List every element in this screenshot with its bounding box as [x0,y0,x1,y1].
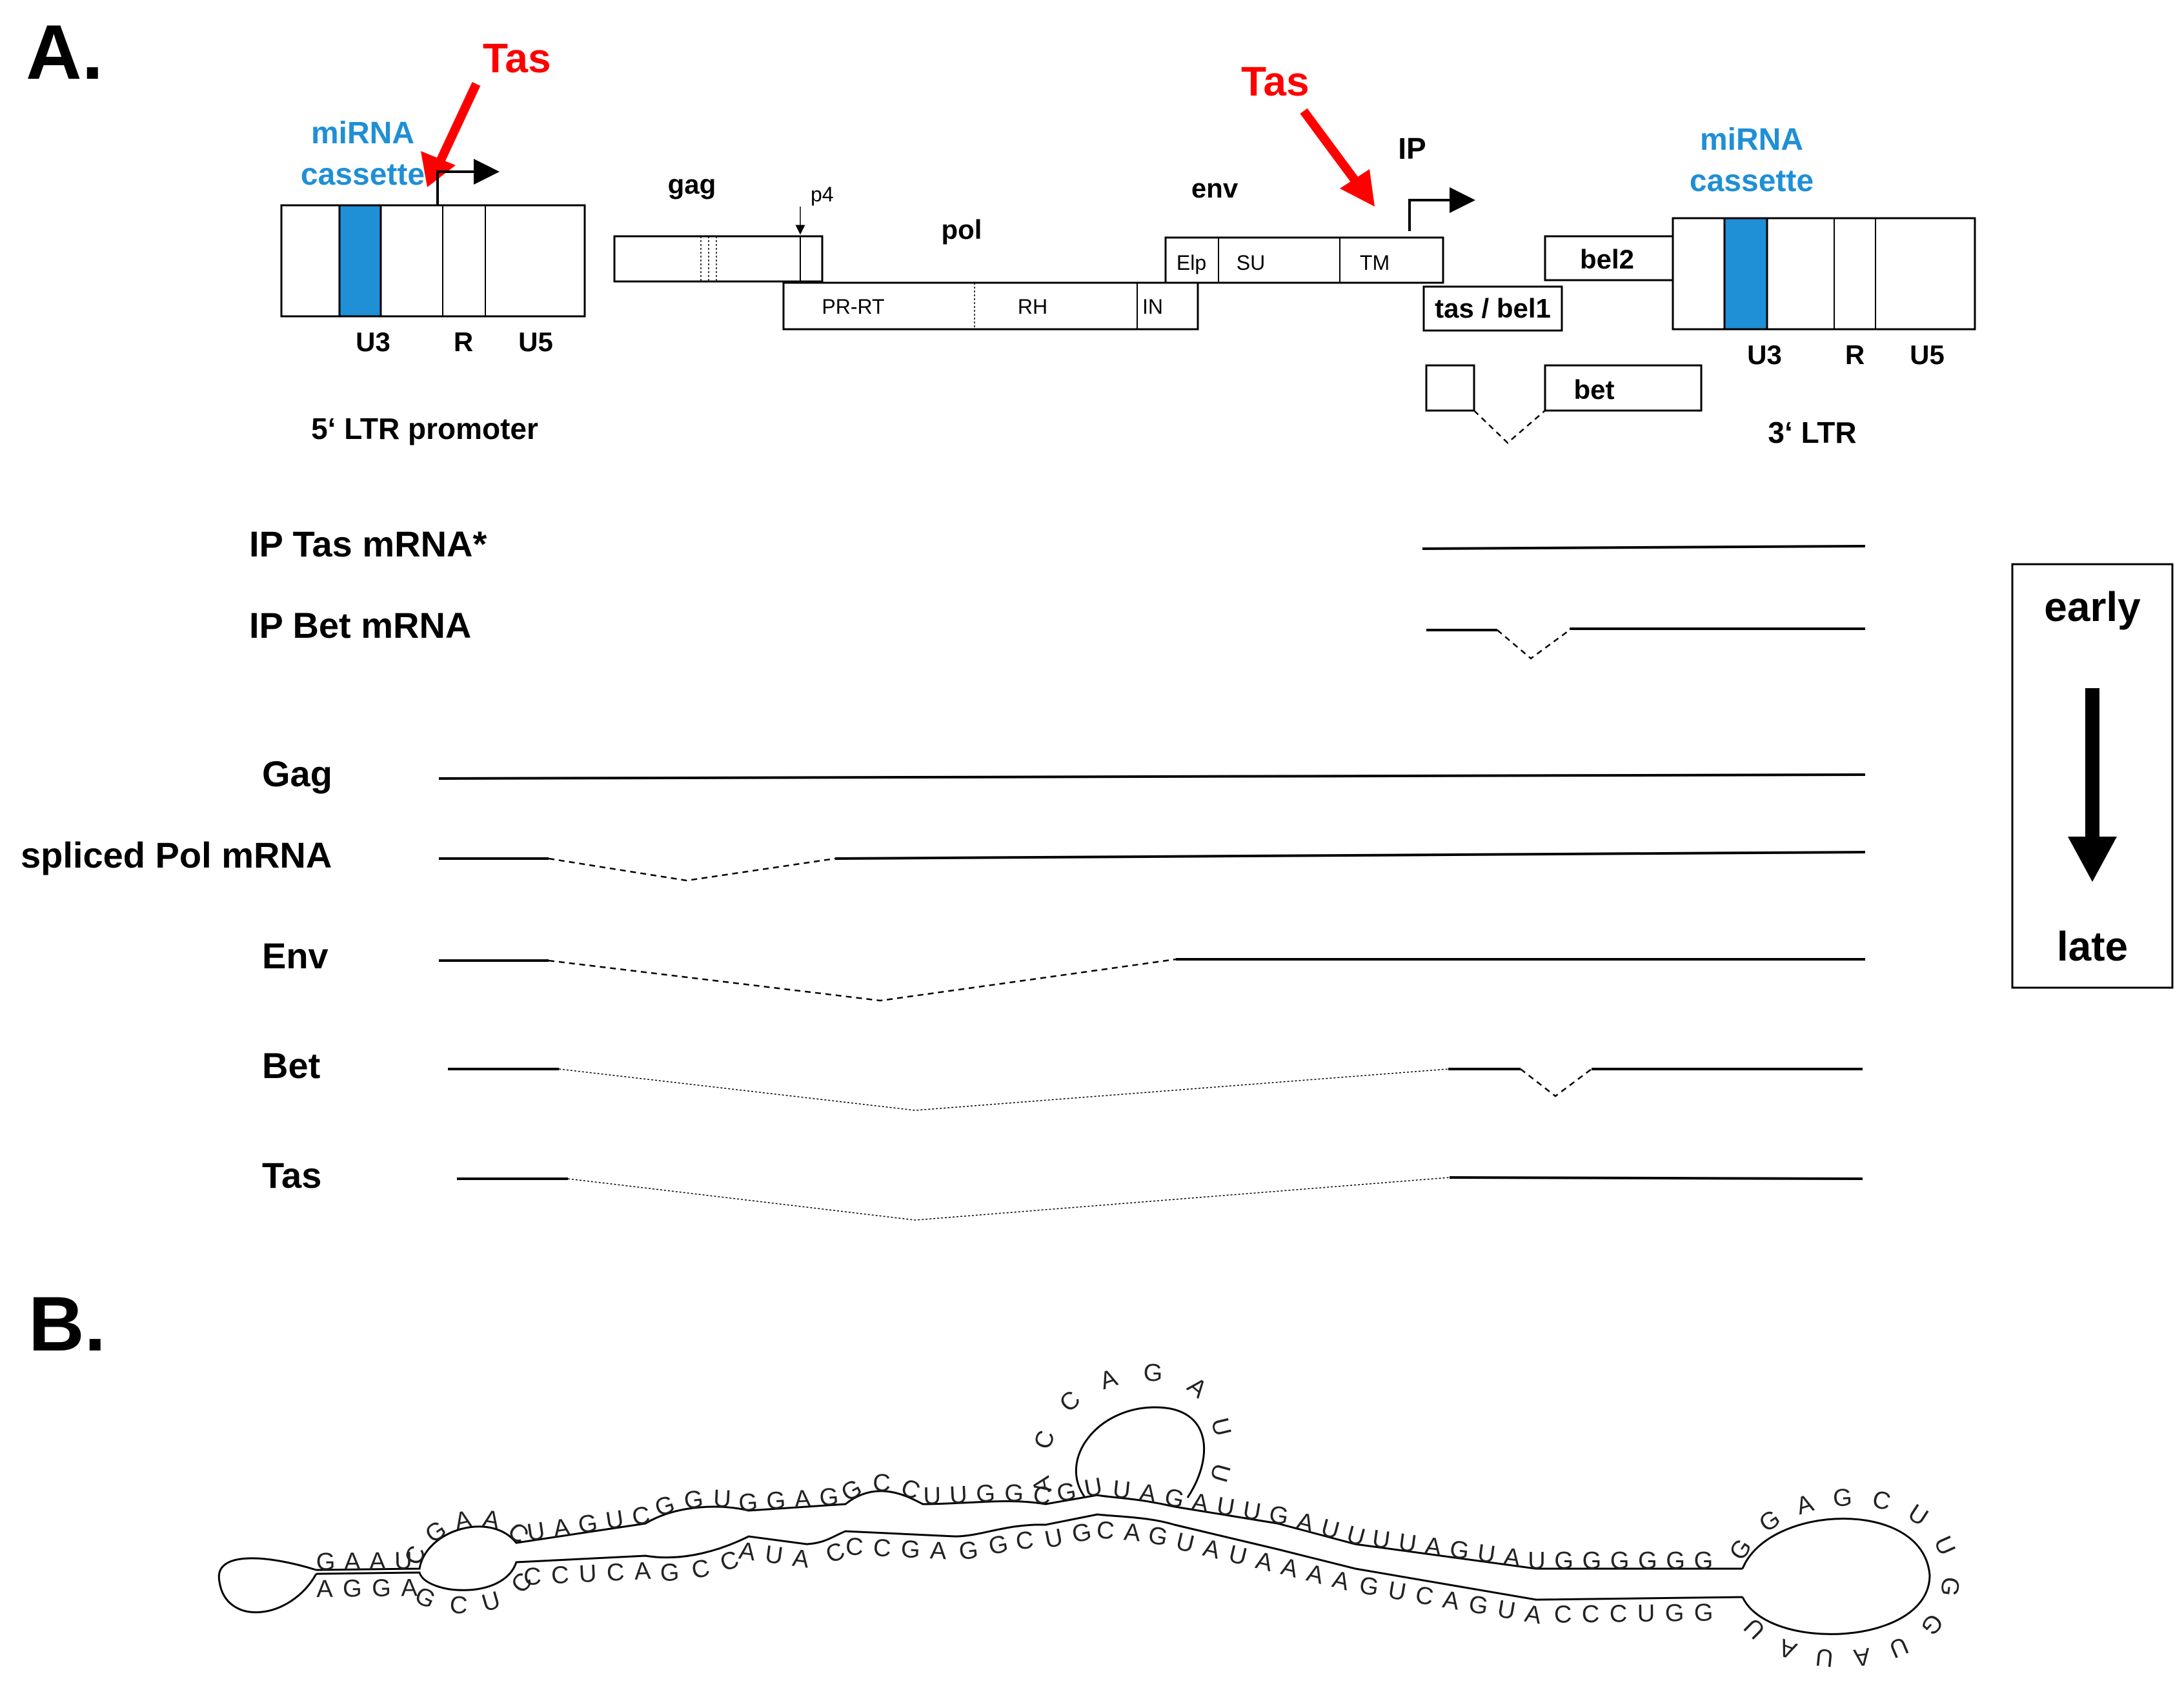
transcript-gag-line [438,773,1866,780]
ltr3-caption: 3‘ LTR [1768,416,1856,449]
env-box [1164,236,1444,284]
ltr-5prime [280,159,586,318]
transcript-env-line [439,958,1865,1002]
transcript-env-label: Env [262,935,329,976]
tas-label-right: Tas [1241,58,1309,105]
bet-label: bet [1574,374,1615,405]
hairpin-terminal-loop: ACCAGAUU [1027,1360,1236,1495]
hairpin-right-loop: GGAGCUUGGUAUAU [1724,1484,1965,1671]
tas-bel1-label: tas / bel1 [1435,293,1551,323]
panel-b-label: B. [28,1281,106,1367]
env-label: env [1191,173,1239,203]
elp-label: Elp [1177,251,1206,274]
hairpin-upper-strand: GAAUCGAACUAGUCGGUGGAGGCCUUGGCGUUAGAUUGAU… [316,1470,1714,1576]
mirna-label-left-2: cassette [301,158,425,192]
ltr5-r: R [454,327,473,357]
panel-a-label: A. [26,9,103,96]
timeline-late: late [2057,923,2128,970]
p4-label: p4 [811,183,834,206]
tm-label: TM [1360,251,1390,274]
transcript-tas-label: Tas [262,1155,321,1196]
timeline-early: early [2044,584,2141,630]
gag-box [613,207,824,283]
ltr5-u3: U3 [356,327,390,357]
tas-label-left: Tas [483,35,551,81]
transcript-bet-label: Bet [262,1045,320,1086]
transcript-ip-bet-label: IP Bet mRNA [249,605,471,646]
tas-arrow-right [1300,108,1375,207]
bel2-label: bel2 [1580,244,1634,274]
ip-label: IP [1398,132,1426,165]
ltr3-u3: U3 [1747,340,1782,370]
transcript-gag-label: Gag [262,753,332,794]
mirna-hairpin-structure: GAAUCGAACUAGUCGGUGGAGGCCUUGGCGUUAGAUUGAU… [217,1406,1931,1635]
ltr3-u5: U5 [1910,340,1945,370]
bet-gene [1425,364,1703,444]
rh-label: RH [1018,295,1047,318]
ltr5-u5: U5 [518,327,553,357]
mirna-label-right-2: cassette [1690,164,1814,198]
svg-text:GGAGCUUGGUAUAU: GGAGCUUGGUAUAU [1724,1484,1965,1671]
gag-label: gag [668,169,716,199]
ltr3-r: R [1845,340,1865,370]
mirna-label-left-1: miRNA [311,116,414,150]
pol-label: pol [942,214,982,245]
mirna-label-right-1: miRNA [1700,123,1803,157]
timeline-arrow-icon [2068,688,2117,882]
transcript-bet-line [448,1068,1863,1111]
transcript-pol-line [439,851,1866,882]
pr-rt-label: PR-RT [822,295,884,318]
ltr-3prime [1672,217,1976,331]
svg-text:GAAUCGAACUAGUCGGUGGAGGCCUUGGCG: GAAUCGAACUAGUCGGUGGAGGCCUUGGCGUUAGAUUGAU… [316,1470,1714,1576]
transcript-pol-label: spliced Pol mRNA [21,835,332,875]
transcript-ip-tas-line [1422,545,1866,550]
tas-bel1-box [1422,285,1563,332]
tas-arrow-left [421,82,481,187]
pol-box [782,281,1199,331]
ltr5-caption: 5‘ LTR promoter [311,412,538,445]
transcript-ip-bet-line [1426,627,1865,660]
in-label: IN [1142,295,1163,318]
svg-text:ACCAGAUU: ACCAGAUU [1027,1360,1236,1495]
ip-promoter-arrow [1408,187,1475,231]
su-label: SU [1237,251,1265,274]
transcript-tas-line [457,1176,1863,1221]
transcript-ip-tas-label: IP Tas mRNA* [249,524,487,564]
